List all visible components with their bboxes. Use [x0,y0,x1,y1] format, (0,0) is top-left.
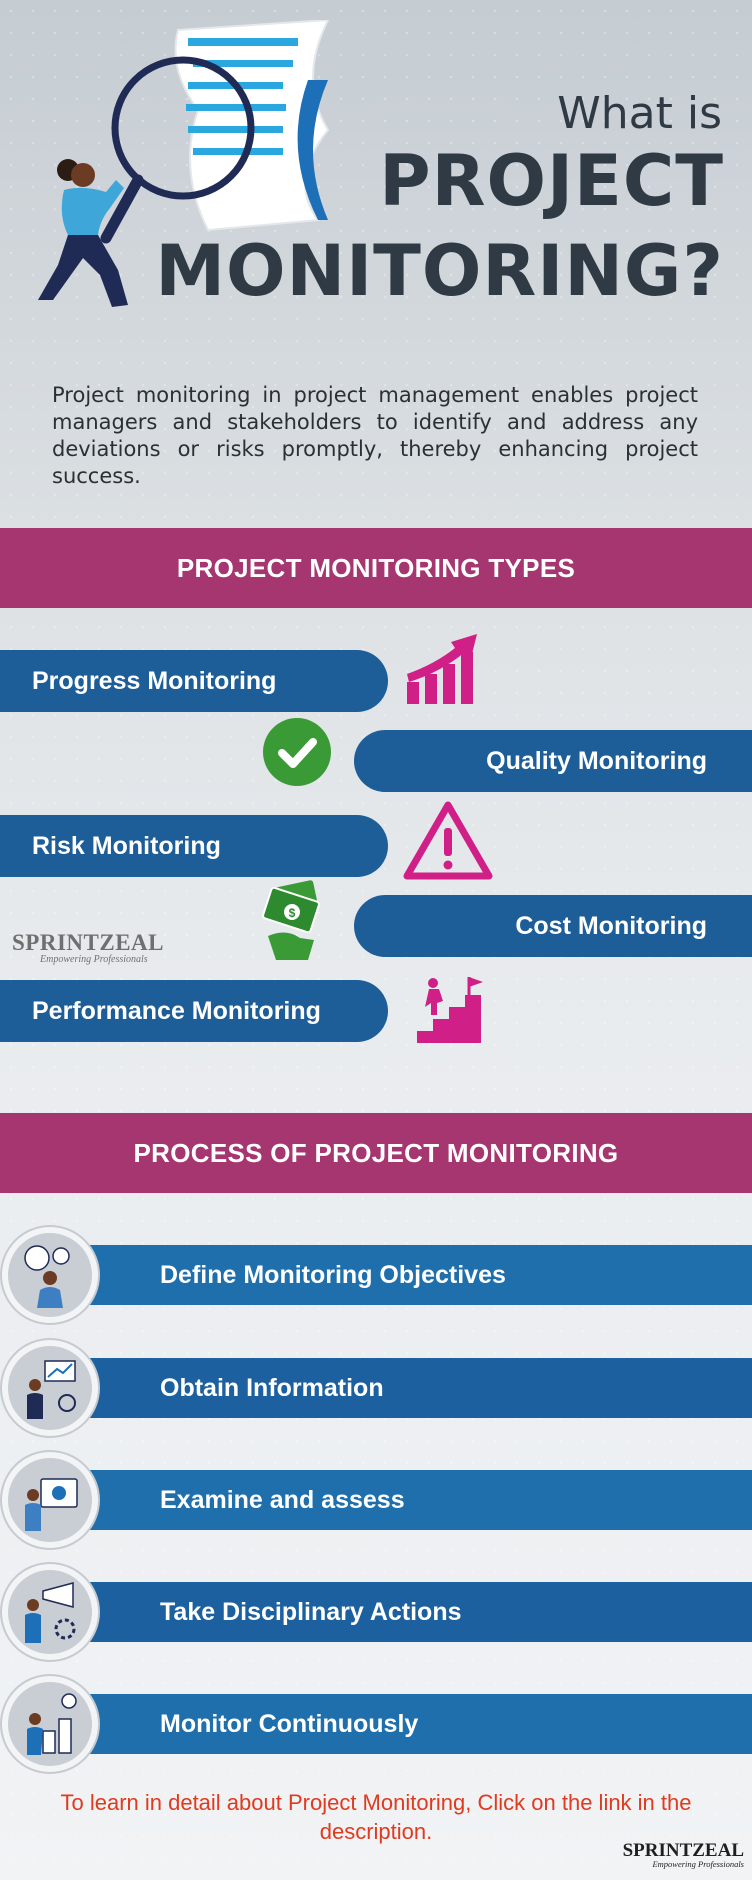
bar-chart-up-icon [407,634,477,704]
money-stack-icon: $ [262,880,320,960]
action-megaphone-icon [2,1564,98,1660]
process-step-obtain-information: Obtain Information [40,1358,752,1418]
intro-paragraph: Project monitoring in project management… [52,383,698,488]
magnifier-document-illustration [38,20,330,307]
sprintzeal-footer-logo: SPRINTZEAL Empowering Professionals [623,1840,744,1869]
brand-tagline: Empowering Professionals [40,954,148,965]
type-cost-monitoring: Cost Monitoring [354,895,752,957]
types-banner: PROJECT MONITORING TYPES [0,528,752,608]
footer-brand-tagline: Empowering Professionals [652,1859,744,1869]
process-step-examine-assess: Examine and assess [40,1470,752,1530]
call-to-action-text: To learn in detail about Project Monitor… [60,1790,692,1844]
continuous-growth-icon [2,1676,98,1772]
process-banner: PROCESS OF PROJECT MONITORING [0,1113,752,1193]
type-progress-monitoring: Progress Monitoring [0,650,388,712]
type-quality-monitoring: Quality Monitoring [354,730,752,792]
type-risk-monitoring: Risk Monitoring [0,815,388,877]
process-step-disciplinary-actions: Take Disciplinary Actions [40,1582,752,1642]
analysis-icon [2,1452,98,1548]
title-monitoring: MONITORING? [155,230,724,312]
svg-text:$: $ [289,906,296,920]
thinking-person-icon [2,1227,98,1323]
process-step-monitor-continuously: Monitor Continuously [40,1694,752,1754]
process-step-define-objectives: Define Monitoring Objectives [40,1245,752,1305]
type-performance-monitoring: Performance Monitoring [0,980,388,1042]
data-gathering-icon [2,1340,98,1436]
title-project: PROJECT [379,140,724,222]
brand-name: SPRINTZEAL [12,930,164,955]
check-circle-icon [263,718,331,786]
footer-brand-name: SPRINTZEAL [622,1840,744,1861]
warning-triangle-icon [403,801,493,880]
stairs-flag-icon [417,977,483,1043]
sprintzeal-watermark-logo: SPRINTZEAL Empowering Professionals [12,930,164,965]
title-what-is: What is [557,88,722,139]
